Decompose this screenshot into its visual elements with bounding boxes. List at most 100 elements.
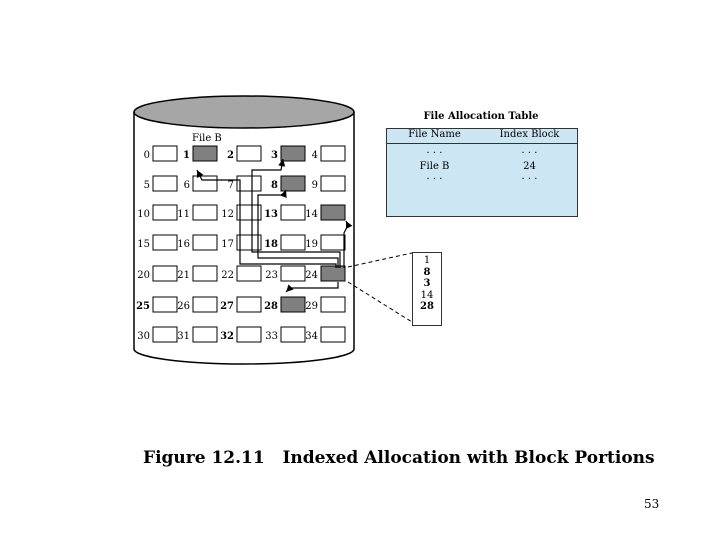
disk-block	[152, 234, 178, 251]
disk-cylinder-top	[133, 95, 355, 129]
disk-block	[192, 265, 218, 282]
index-block-link-top	[347, 252, 413, 268]
block-number: 18	[264, 239, 278, 250]
fat-row: File B 24	[387, 161, 577, 174]
fat-row-name: · · ·	[426, 174, 443, 185]
disk-block-allocated	[320, 204, 346, 221]
disk-block	[152, 175, 178, 192]
block-number: 26	[177, 301, 190, 312]
block-number: 15	[137, 239, 150, 250]
pointer-arrow-to-28	[285, 282, 339, 293]
pointer-arrow-to-14	[343, 220, 353, 268]
disk-block	[152, 326, 178, 343]
block-number: 9	[312, 180, 318, 191]
disk-block-allocated	[280, 145, 306, 162]
index-block-link-bottom	[347, 281, 413, 323]
disk-block-allocated	[280, 175, 306, 192]
disk-block	[152, 204, 178, 221]
block-number: 23	[265, 270, 278, 281]
disk-block	[280, 204, 306, 221]
block-number: 32	[220, 331, 234, 342]
block-number: 16	[177, 239, 190, 250]
block-number: 2	[227, 150, 234, 161]
file-allocation-table: File Name Index Block · · · · · · File B…	[386, 128, 578, 217]
file-b-label: File B	[192, 133, 222, 144]
block-number: 22	[221, 270, 234, 281]
fat-title: File Allocation Table	[423, 111, 539, 122]
disk-block-allocated	[280, 296, 306, 313]
index-entry: 1	[423, 255, 431, 266]
index-entry: 3	[423, 278, 431, 290]
disk-block	[192, 234, 218, 251]
index-block: 1 8 3 14 28	[412, 252, 442, 326]
disk-block	[236, 326, 262, 343]
fat-row-index: 24	[523, 161, 536, 172]
disk-block	[192, 204, 218, 221]
pointer-arrow-to-8	[257, 189, 339, 268]
disk-block	[236, 296, 262, 313]
block-number: 12	[221, 209, 234, 220]
block-number: 1	[183, 150, 190, 161]
fat-row-name: File B	[419, 161, 450, 172]
disk-block	[236, 204, 262, 221]
disk-block	[236, 234, 262, 251]
block-number: 4	[312, 150, 318, 161]
disk-block	[152, 265, 178, 282]
disk-block	[236, 175, 262, 192]
block-number: 7	[228, 180, 234, 191]
fat-col-name: File Name	[408, 129, 461, 140]
fat-row-index: · · ·	[521, 148, 538, 159]
block-number: 27	[220, 301, 234, 312]
block-number: 20	[137, 270, 150, 281]
block-number: 34	[305, 331, 318, 342]
disk-block	[192, 175, 218, 192]
block-number: 25	[136, 301, 150, 312]
disk-block	[152, 145, 178, 162]
block-number: 21	[177, 270, 190, 281]
fat-col-index: Index Block	[499, 129, 560, 140]
block-number: 0	[144, 150, 150, 161]
disk-block	[152, 296, 178, 313]
fat-row-index: · · ·	[521, 174, 538, 185]
disk-block	[280, 265, 306, 282]
disk-block	[280, 326, 306, 343]
disk-block	[236, 145, 262, 162]
block-number: 6	[184, 180, 190, 191]
fat-row-name: · · ·	[426, 148, 443, 159]
block-number: 17	[221, 239, 234, 250]
block-number: 30	[137, 331, 150, 342]
disk-block	[320, 296, 346, 313]
disk-block-allocated	[192, 145, 218, 162]
disk-block	[320, 145, 346, 162]
disk-block	[192, 326, 218, 343]
disk-block	[320, 234, 346, 251]
disk-block	[280, 234, 306, 251]
pointer-arrow-to-1	[196, 169, 337, 268]
block-number: 28	[264, 301, 278, 312]
block-number: 19	[305, 239, 318, 250]
page-number: 53	[644, 497, 660, 511]
fat-header: File Name Index Block	[387, 129, 577, 144]
pointer-arrow-to-3	[251, 158, 341, 268]
block-number: 13	[264, 209, 278, 220]
figure-caption: Figure 12.11 Indexed Allocation with Blo…	[143, 448, 655, 468]
fat-row: · · · · · ·	[387, 174, 577, 187]
disk-block-allocated	[320, 265, 346, 282]
block-number: 29	[305, 301, 318, 312]
block-number: 11	[177, 209, 190, 220]
disk-block	[236, 265, 262, 282]
block-number: 10	[137, 209, 150, 220]
block-number: 3	[271, 150, 278, 161]
block-number: 5	[144, 180, 150, 191]
disk-block	[320, 326, 346, 343]
block-number: 24	[305, 270, 318, 281]
fat-row: · · · · · ·	[387, 148, 577, 161]
disk-block	[320, 175, 346, 192]
disk-block	[192, 296, 218, 313]
index-entry: 28	[420, 301, 434, 313]
block-number: 33	[265, 331, 278, 342]
index-entry: 8	[423, 266, 431, 278]
index-entry: 14	[420, 289, 434, 301]
block-number: 31	[177, 331, 190, 342]
